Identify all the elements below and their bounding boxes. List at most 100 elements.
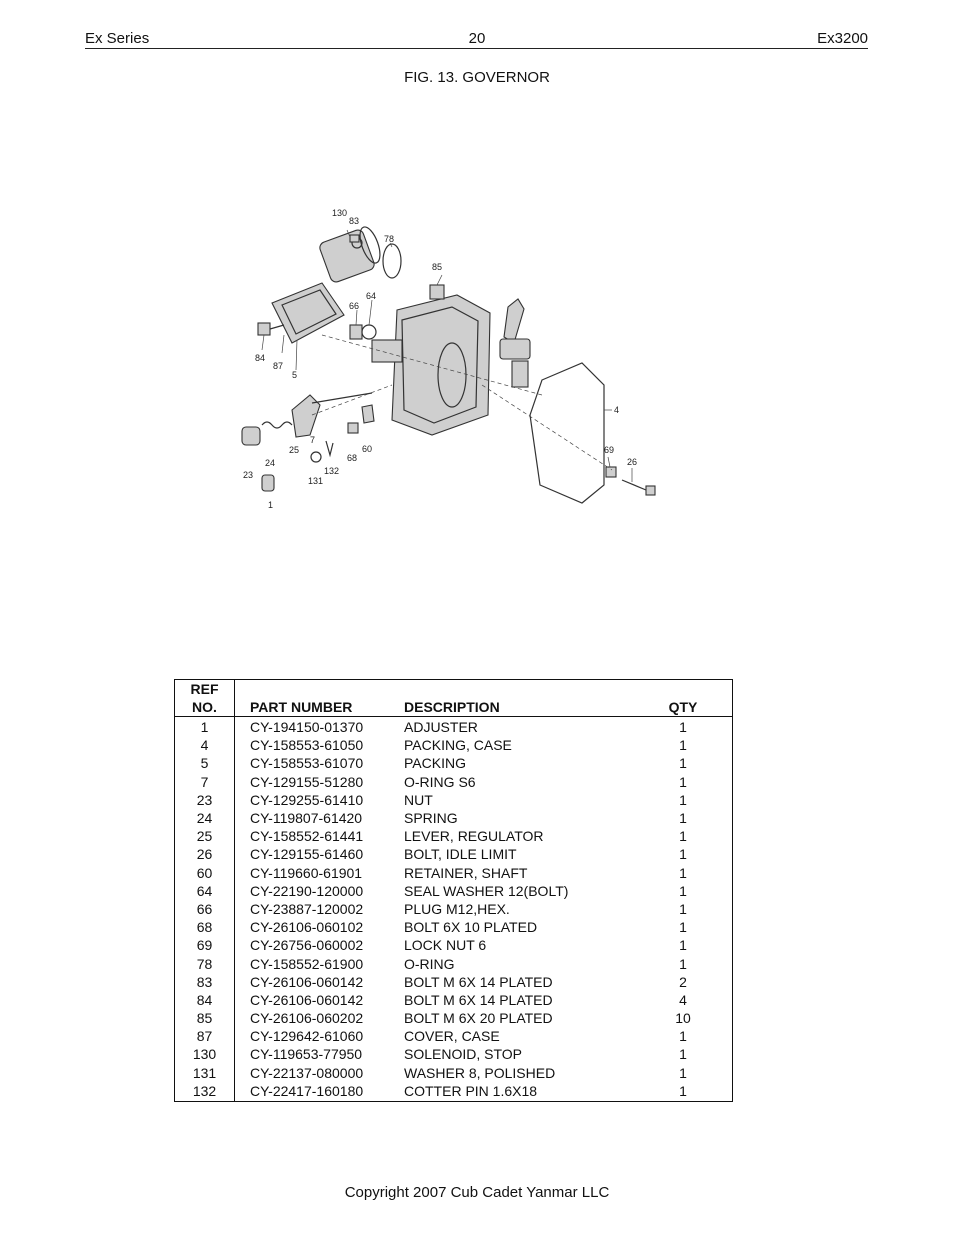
- part-number-cell: CY-158553-61050: [250, 737, 364, 754]
- col-header-qty: QTY: [654, 698, 733, 717]
- table-row: 130 CY-119653-77950 SOLENOID, STOP 1: [174, 1045, 733, 1064]
- part-number-cell: CY-129155-61460: [250, 846, 364, 863]
- description-cell: LOCK NUT 6: [404, 937, 487, 954]
- copyright-footer: Copyright 2007 Cub Cadet Yanmar LLC: [344, 1184, 610, 1201]
- col-header-description: DESCRIPTION: [404, 698, 654, 717]
- qty-cell: 1: [679, 1028, 687, 1045]
- qty-cell: 1: [679, 937, 687, 954]
- qty-cell: 1: [679, 1046, 687, 1063]
- description-cell: BOLT M 6X 20 PLATED: [404, 1010, 553, 1027]
- adjuster-part: [261, 474, 275, 492]
- description-cell: ADJUSTER: [404, 719, 478, 736]
- leader-lines: [261, 229, 633, 482]
- ref-cell: 26: [174, 845, 235, 864]
- qty-cell: 1: [679, 773, 687, 790]
- ref-cell: 130: [174, 1045, 235, 1064]
- callout-label: 64: [366, 291, 376, 301]
- part-number-cell: CY-129255-61410: [250, 791, 364, 808]
- part-number-cell: CY-22190-120000: [250, 882, 364, 899]
- qty-cell: 1: [679, 791, 687, 808]
- description-cell: RETAINER, SHAFT: [404, 864, 528, 881]
- callout-label: 69: [604, 445, 614, 455]
- ref-cell: 131: [174, 1063, 235, 1082]
- description-cell: COVER, CASE: [404, 1028, 500, 1045]
- lock-nut-part: [605, 466, 617, 478]
- callout-label: 7: [310, 435, 315, 445]
- qty-cell: 1: [679, 882, 687, 899]
- qty-cell: 1: [679, 828, 687, 845]
- callout-label: 84: [255, 353, 265, 363]
- part-number-cell: CY-194150-01370: [250, 719, 364, 736]
- qty-cell: 1: [679, 846, 687, 863]
- bolt-part: [349, 234, 360, 243]
- callout-label: 78: [384, 234, 394, 244]
- part-number-cell: CY-22137-080000: [250, 1064, 364, 1081]
- ref-cell: 85: [174, 1009, 235, 1028]
- col-header-part-number: PART NUMBER: [234, 698, 404, 717]
- callout-labels: 130 83 78 85 64 66 87 84 5 4 69 26 23 24…: [243, 208, 637, 510]
- seal-washer-part: [361, 324, 377, 340]
- qty-cell: 2: [679, 973, 687, 990]
- description-cell: O-RING S6: [404, 773, 476, 790]
- callout-label: 132: [324, 466, 339, 476]
- qty-cell: 1: [679, 719, 687, 736]
- ref-cell: 60: [174, 863, 235, 882]
- header-series: Ex Series: [85, 30, 150, 47]
- description-cell: BOLT M 6X 14 PLATED: [404, 991, 553, 1008]
- col-header-ref: REF: [174, 679, 235, 698]
- description-cell: PACKING, CASE: [404, 737, 512, 754]
- qty-cell: 1: [679, 810, 687, 827]
- part-number-cell: CY-26106-060102: [250, 919, 364, 936]
- qty-cell: 1: [679, 1082, 687, 1099]
- description-cell: SOLENOID, STOP: [404, 1046, 522, 1063]
- parts-table-body: 1 CY-194150-01370 ADJUSTER 1 4 CY-158553-6105…: [174, 716, 733, 1102]
- callout-label: 87: [273, 361, 283, 371]
- qty-cell: 1: [679, 919, 687, 936]
- description-cell: COTTER PIN 1.6X18: [404, 1082, 538, 1099]
- idle-limit-bolt-part: [621, 479, 656, 496]
- callout-label: 130: [332, 208, 347, 218]
- bolt-part: [347, 422, 359, 434]
- cotter-pin-part: [325, 440, 334, 458]
- ref-cell: 132: [174, 1081, 235, 1102]
- governor-exploded-diagram: 130 83 78 85 64 66 87 84 5 4 69 26 23 24…: [241, 208, 656, 510]
- qty-cell: 4: [679, 991, 687, 1008]
- callout-label: 24: [265, 458, 275, 468]
- description-cell: SPRING: [404, 810, 458, 827]
- part-number-cell: CY-119807-61420: [250, 810, 363, 827]
- description-cell: SEAL WASHER 12(BOLT): [404, 882, 569, 899]
- spring-part: [261, 421, 293, 429]
- header-model: Ex3200: [817, 30, 868, 47]
- callout-label: 68: [347, 453, 357, 463]
- ref-cell: 68: [174, 918, 235, 937]
- description-cell: O-RING: [404, 955, 455, 972]
- part-number-cell: CY-119653-77950: [250, 1046, 363, 1063]
- part-number-cell: CY-26106-060202: [250, 1010, 364, 1027]
- ref-cell: 83: [174, 972, 235, 991]
- ref-cell: 24: [174, 808, 235, 828]
- table-header-row: NO. PART NUMBER DESCRIPTION QTY: [174, 698, 733, 717]
- part-number-cell: CY-26106-060142: [250, 991, 364, 1008]
- description-cell: BOLT 6X 10 PLATED: [404, 919, 538, 936]
- callout-label: 85: [432, 262, 442, 272]
- table-row: 68 CY-26106-060102 BOLT 6X 10 PLATED 1: [174, 918, 733, 937]
- ref-cell: 23: [174, 790, 235, 809]
- part-number-cell: CY-26106-060142: [250, 973, 364, 990]
- qty-cell: 1: [679, 1064, 687, 1081]
- ref-cell: 87: [174, 1027, 235, 1046]
- part-number-cell: CY-26756-060002: [250, 937, 364, 954]
- page-number: 20: [468, 30, 486, 47]
- nut-part: [241, 426, 261, 446]
- o-ring-part: [382, 243, 402, 279]
